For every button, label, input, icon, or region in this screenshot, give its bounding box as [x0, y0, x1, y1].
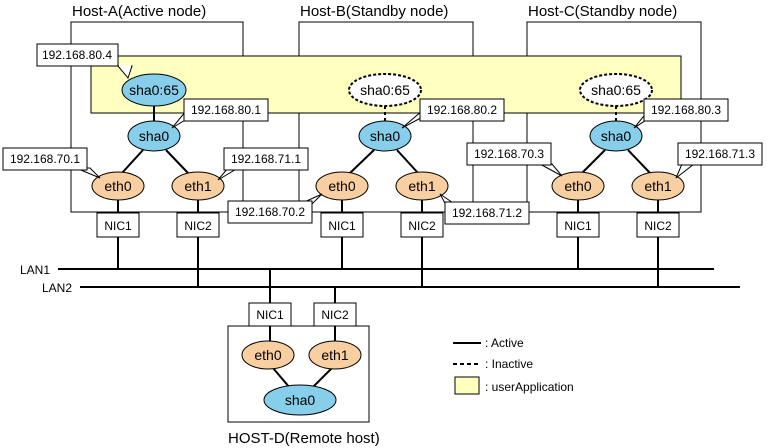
host-c-virtual-interface-inactive: sha0:65: [579, 73, 653, 107]
host-d-nic1: NIC1: [248, 302, 292, 327]
svg-text:sha0: sha0: [601, 128, 632, 144]
host-a-nic2: NIC2: [176, 212, 220, 238]
ip-callout-b-eth1: 192.168.71.2: [439, 193, 530, 225]
svg-text:eth1: eth1: [184, 178, 211, 194]
host-d-eth1: eth1: [308, 340, 362, 370]
ip-callout-c-eth1: 192.168.71.3: [675, 142, 763, 179]
lan1-label: LAN1: [20, 263, 50, 277]
ip-callout-a-eth0: 192.168.70.1: [2, 147, 101, 179]
host-a-sha0: sha0: [127, 120, 181, 152]
lan2-label: LAN2: [42, 281, 72, 295]
svg-text:sha0: sha0: [370, 128, 401, 144]
host-c-eth1: eth1: [631, 171, 685, 201]
host-d-eth0: eth0: [241, 340, 295, 370]
ip-callout-c-sha: 192.168.80.3: [633, 98, 729, 129]
link-a-sha-eth0: [121, 149, 144, 174]
link-a-sha-eth1: [165, 149, 189, 174]
svg-text:NIC2: NIC2: [321, 308, 349, 322]
host-c-nic2: NIC2: [636, 212, 680, 238]
svg-text:sha0:65: sha0:65: [129, 82, 179, 98]
host-a-virtual-interface: sha0:65: [121, 73, 187, 107]
svg-text:NIC1: NIC1: [328, 219, 356, 233]
host-b-nic1: NIC1: [320, 212, 364, 238]
host-d-nic2: NIC2: [313, 302, 357, 327]
svg-text:eth1: eth1: [321, 347, 348, 363]
svg-text:NIC2: NIC2: [644, 219, 672, 233]
svg-text:NIC1: NIC1: [256, 308, 284, 322]
svg-text:eth0: eth0: [328, 178, 355, 194]
svg-text:192.168.80.2: 192.168.80.2: [427, 103, 497, 117]
svg-text:192.168.80.4: 192.168.80.4: [42, 48, 112, 62]
svg-text:eth0: eth0: [564, 178, 591, 194]
link-d-eth0-sha: [272, 367, 291, 389]
ip-callout-c-eth0: 192.168.70.3: [466, 142, 563, 177]
svg-text:192.168.70.3: 192.168.70.3: [474, 147, 544, 161]
host-b-sha0: sha0: [358, 120, 412, 152]
host-a-eth0: eth0: [91, 171, 145, 201]
legend-inactive-label: : Inactive: [485, 357, 533, 371]
host-c-sha0: sha0: [589, 120, 643, 152]
legend-active-label: : Active: [485, 336, 524, 350]
svg-text:NIC2: NIC2: [408, 219, 436, 233]
host-a-eth1: eth1: [171, 171, 225, 201]
host-b-eth0: eth0: [315, 171, 369, 201]
svg-text:sha0: sha0: [285, 392, 316, 408]
host-b-title: Host-B(Standby node): [300, 3, 448, 20]
host-c-title: Host-C(Standby node): [528, 3, 677, 20]
svg-text:192.168.71.1: 192.168.71.1: [231, 152, 301, 166]
svg-text:NIC1: NIC1: [564, 219, 592, 233]
link-b-sha-eth0: [349, 149, 375, 174]
host-b-eth1: eth1: [395, 171, 449, 201]
host-c-eth0: eth0: [551, 171, 605, 201]
link-b-sha-eth1: [396, 149, 419, 174]
host-d-title: HOST-D(Remote host): [228, 430, 380, 447]
svg-text:sha0: sha0: [139, 128, 170, 144]
svg-text:NIC2: NIC2: [184, 219, 212, 233]
ip-callout-a-sha: 192.168.80.1: [171, 98, 269, 129]
legend-user-application-label: : userApplication: [485, 380, 574, 394]
svg-text:eth1: eth1: [408, 178, 435, 194]
legend-user-application-swatch: [454, 376, 480, 395]
ip-callout-b-eth0: 192.168.70.2: [227, 193, 323, 224]
host-b-virtual-interface-inactive: sha0:65: [348, 73, 422, 107]
svg-text:NIC1: NIC1: [104, 219, 132, 233]
link-d-eth1-sha: [311, 367, 333, 389]
host-a-nic1: NIC1: [96, 212, 140, 238]
svg-text:eth0: eth0: [254, 347, 281, 363]
svg-text:192.168.71.2: 192.168.71.2: [452, 206, 522, 220]
ip-callout-a-virtual: 192.168.80.4: [36, 43, 133, 80]
ip-callout-b-sha: 192.168.80.2: [401, 98, 505, 129]
host-b-nic2: NIC2: [400, 212, 444, 238]
svg-text:sha0:65: sha0:65: [591, 82, 641, 98]
svg-text:192.168.70.2: 192.168.70.2: [235, 205, 305, 219]
svg-text:eth1: eth1: [644, 178, 671, 194]
host-d-sha0: sha0: [263, 384, 337, 416]
link-c-sha-eth1: [627, 149, 651, 174]
host-c-nic1: NIC1: [556, 212, 600, 238]
svg-text:192.168.80.1: 192.168.80.1: [191, 103, 261, 117]
svg-text:192.168.80.3: 192.168.80.3: [651, 103, 721, 117]
svg-text:192.168.71.3: 192.168.71.3: [685, 147, 755, 161]
link-c-sha-eth0: [581, 149, 606, 174]
ip-callout-a-eth1: 192.168.71.1: [217, 147, 309, 181]
svg-text:192.168.70.1: 192.168.70.1: [10, 152, 80, 166]
host-a-title: Host-A(Active node): [72, 3, 206, 20]
svg-text:eth0: eth0: [104, 178, 131, 194]
svg-text:sha0:65: sha0:65: [360, 82, 410, 98]
